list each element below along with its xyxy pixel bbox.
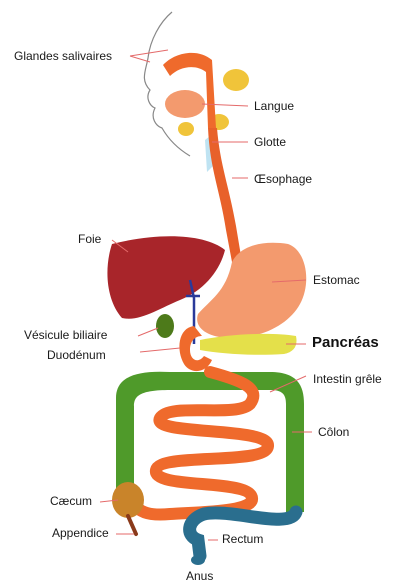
label-intestin-grele: Intestin grêle — [313, 372, 382, 386]
gallbladder — [156, 314, 174, 338]
appendix — [128, 516, 136, 534]
small-intestine — [136, 372, 268, 515]
label-pancreas: Pancréas — [312, 334, 379, 351]
label-foie: Foie — [78, 232, 101, 246]
label-langue: Langue — [254, 99, 294, 113]
label-vesicule-biliaire: Vésicule biliaire — [24, 328, 107, 342]
label-glandes-salivaires: Glandes salivaires — [14, 49, 112, 63]
pancreas — [200, 334, 297, 355]
label-duodenum: Duodénum — [47, 348, 106, 362]
label-rectum: Rectum — [222, 532, 263, 546]
salivary-gland-sublingual — [178, 122, 194, 136]
anus — [191, 555, 205, 565]
leader-vesicule — [138, 328, 158, 336]
label-estomac: Estomac — [313, 273, 360, 287]
leader-duodenum — [140, 348, 180, 352]
tongue — [165, 90, 205, 118]
esophagus — [208, 128, 242, 262]
colon — [116, 372, 304, 512]
label-glotte: Glotte — [254, 135, 286, 149]
label-oesophage: Œsophage — [254, 172, 312, 186]
label-colon: Côlon — [318, 425, 349, 439]
label-appendice: Appendice — [52, 526, 109, 540]
label-caecum: Cæcum — [50, 494, 92, 508]
salivary-gland-parotid — [223, 69, 249, 91]
label-anus: Anus — [186, 569, 213, 583]
